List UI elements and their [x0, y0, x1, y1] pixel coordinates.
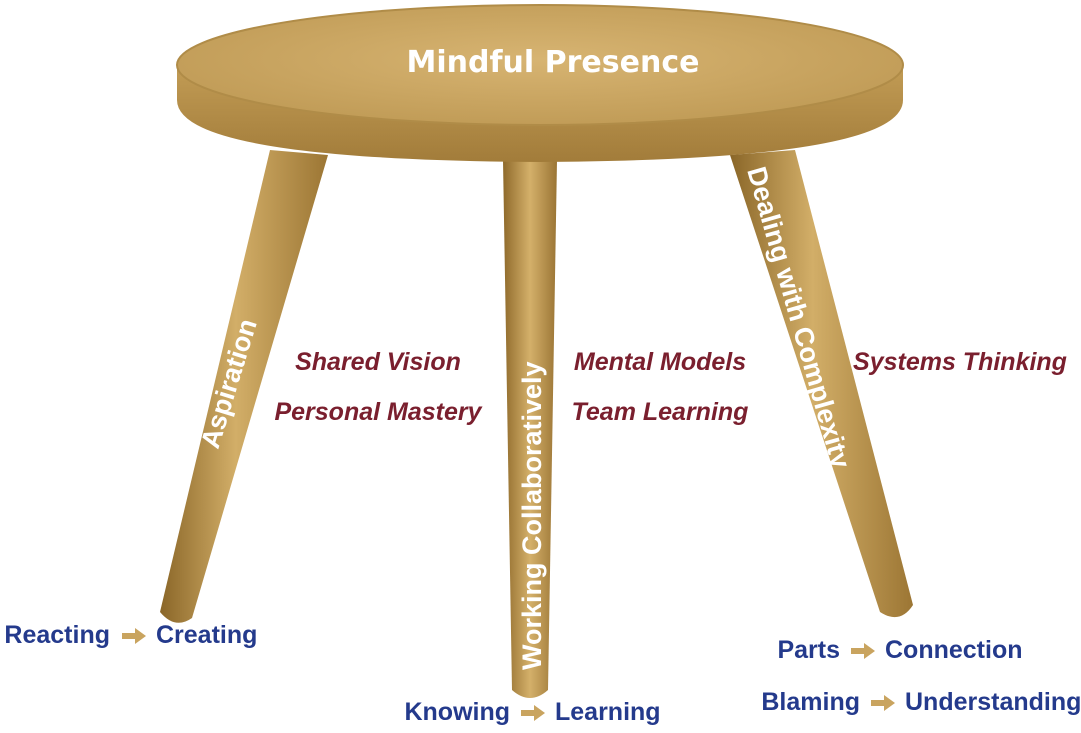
- seat-title: Mindful Presence: [407, 45, 700, 80]
- shift-knowing-learning: Knowing Learning: [404, 698, 660, 726]
- shift-to-understanding: Understanding: [905, 688, 1081, 716]
- right-arrow-icon: [122, 628, 146, 644]
- disciplines-aspiration: Shared Vision Personal Mastery: [274, 348, 482, 426]
- discipline-team-learning: Team Learning: [572, 398, 749, 426]
- leg-aspiration: Aspiration: [160, 150, 328, 623]
- shift-from-reacting: Reacting: [4, 621, 110, 649]
- discipline-shared-vision: Shared Vision: [295, 348, 461, 376]
- disciplines-complexity: Systems Thinking: [853, 348, 1067, 376]
- shift-parts-connection: Parts Connection: [777, 636, 1022, 664]
- leg-dealing-with-complexity: Dealing with Complexity: [730, 150, 913, 618]
- stool-seat: Mindful Presence: [176, 4, 904, 162]
- shift-to-learning: Learning: [555, 698, 661, 726]
- right-arrow-icon: [521, 705, 545, 721]
- shift-from-knowing: Knowing: [404, 698, 510, 726]
- shift-reacting-creating: Reacting Creating: [4, 621, 257, 649]
- leg-working-collaboratively: Working Collaboratively: [503, 160, 557, 698]
- disciplines-collaboration: Mental Models Team Learning: [572, 348, 749, 426]
- shift-from-blaming: Blaming: [761, 688, 860, 716]
- discipline-mental-models: Mental Models: [574, 348, 746, 376]
- discipline-systems-thinking: Systems Thinking: [853, 348, 1067, 376]
- discipline-personal-mastery: Personal Mastery: [274, 398, 482, 426]
- shift-blaming-understanding: Blaming Understanding: [761, 688, 1081, 716]
- leg-label-working-collaboratively: Working Collaboratively: [517, 361, 547, 670]
- shift-from-parts: Parts: [777, 636, 840, 664]
- shift-to-creating: Creating: [156, 621, 257, 649]
- shift-to-connection: Connection: [885, 636, 1023, 664]
- right-arrow-icon: [871, 695, 895, 711]
- right-arrow-icon: [851, 643, 875, 659]
